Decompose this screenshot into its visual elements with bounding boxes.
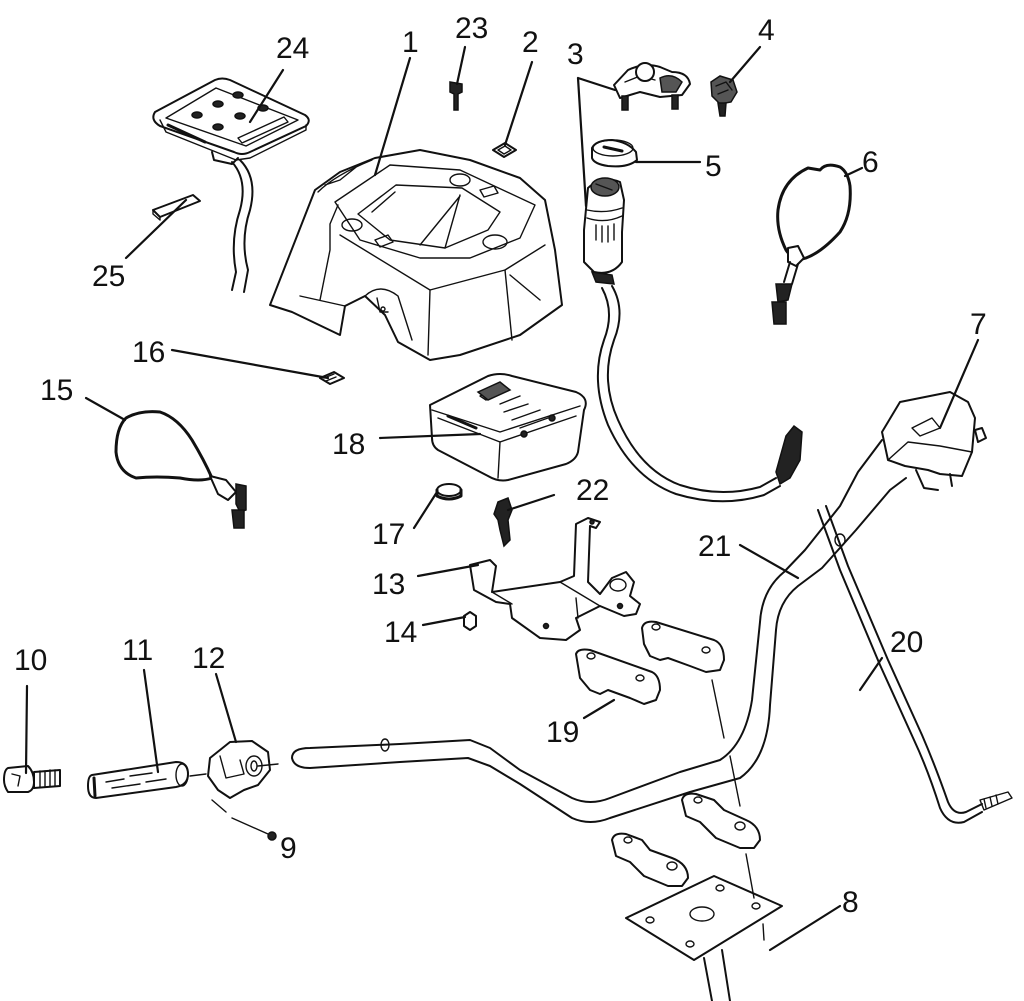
assembly-guide-lines	[211, 679, 765, 941]
callout-6: 6	[862, 146, 879, 179]
part-13-bracket	[469, 517, 641, 641]
callout-12: 12	[192, 642, 225, 675]
part-15-left-mirror	[114, 410, 247, 529]
part-1-handlebar-cover	[269, 149, 563, 361]
callout-15: 15	[40, 374, 73, 407]
callout-2: 2	[522, 26, 539, 59]
callout-10: 10	[14, 644, 47, 677]
callout-7: 7	[970, 308, 987, 341]
callout-19: 19	[546, 716, 579, 749]
part-12-switch-housing	[207, 740, 279, 799]
callout-22: 22	[576, 474, 609, 507]
callout-4: 4	[758, 14, 775, 47]
ignition-cable	[596, 285, 803, 503]
callout-16: 16	[132, 336, 165, 369]
part-17-washer	[435, 483, 463, 501]
part-11-grip	[87, 761, 207, 799]
callout-25: 25	[92, 260, 125, 293]
part-25-label-plate	[152, 194, 201, 221]
part-6-right-mirror	[771, 163, 852, 325]
part-16-clip	[319, 371, 345, 385]
callout-11: 11	[122, 634, 153, 667]
callout-23: 23	[455, 12, 488, 45]
callout-5: 5	[705, 150, 722, 183]
callout-3: 3	[567, 38, 584, 71]
part-5-key-cap	[591, 139, 638, 168]
part-24-switch-panel	[152, 77, 310, 293]
callout-21: 21	[698, 530, 731, 563]
callout-24: 24	[276, 32, 309, 65]
part-7-throttle-housing	[881, 391, 987, 491]
callout-17: 17	[372, 518, 405, 551]
part-9-screw	[267, 831, 277, 841]
callout-numbers: 24 1 23 2 3 4 5 6 7 25 16 15 18 17 22 13…	[14, 12, 987, 919]
callout-13: 13	[372, 568, 405, 601]
callout-20: 20	[890, 626, 923, 659]
part-18-meter	[429, 373, 587, 482]
callout-18: 18	[332, 428, 365, 461]
part-14-nut	[463, 611, 477, 631]
part-10-bolt	[3, 765, 61, 793]
lower-holder-a	[681, 792, 761, 849]
part-23-screw	[449, 81, 463, 111]
part-19-upper-holder-a	[575, 648, 661, 705]
lower-holder-b	[611, 832, 689, 887]
part-3-ignition-switch	[583, 62, 691, 285]
leader-lines	[24, 45, 980, 952]
part-19-upper-holder-b	[641, 620, 725, 673]
callout-9: 9	[280, 832, 297, 865]
part-4-cap	[710, 75, 738, 117]
part-2-grommet	[492, 142, 517, 158]
callout-14: 14	[384, 616, 417, 649]
part-22-clamp	[493, 497, 513, 548]
callout-8: 8	[842, 886, 859, 919]
part-8-base-plate	[625, 875, 783, 1001]
part-20-throttle-cable	[817, 505, 1013, 824]
callout-1: 1	[402, 26, 419, 59]
